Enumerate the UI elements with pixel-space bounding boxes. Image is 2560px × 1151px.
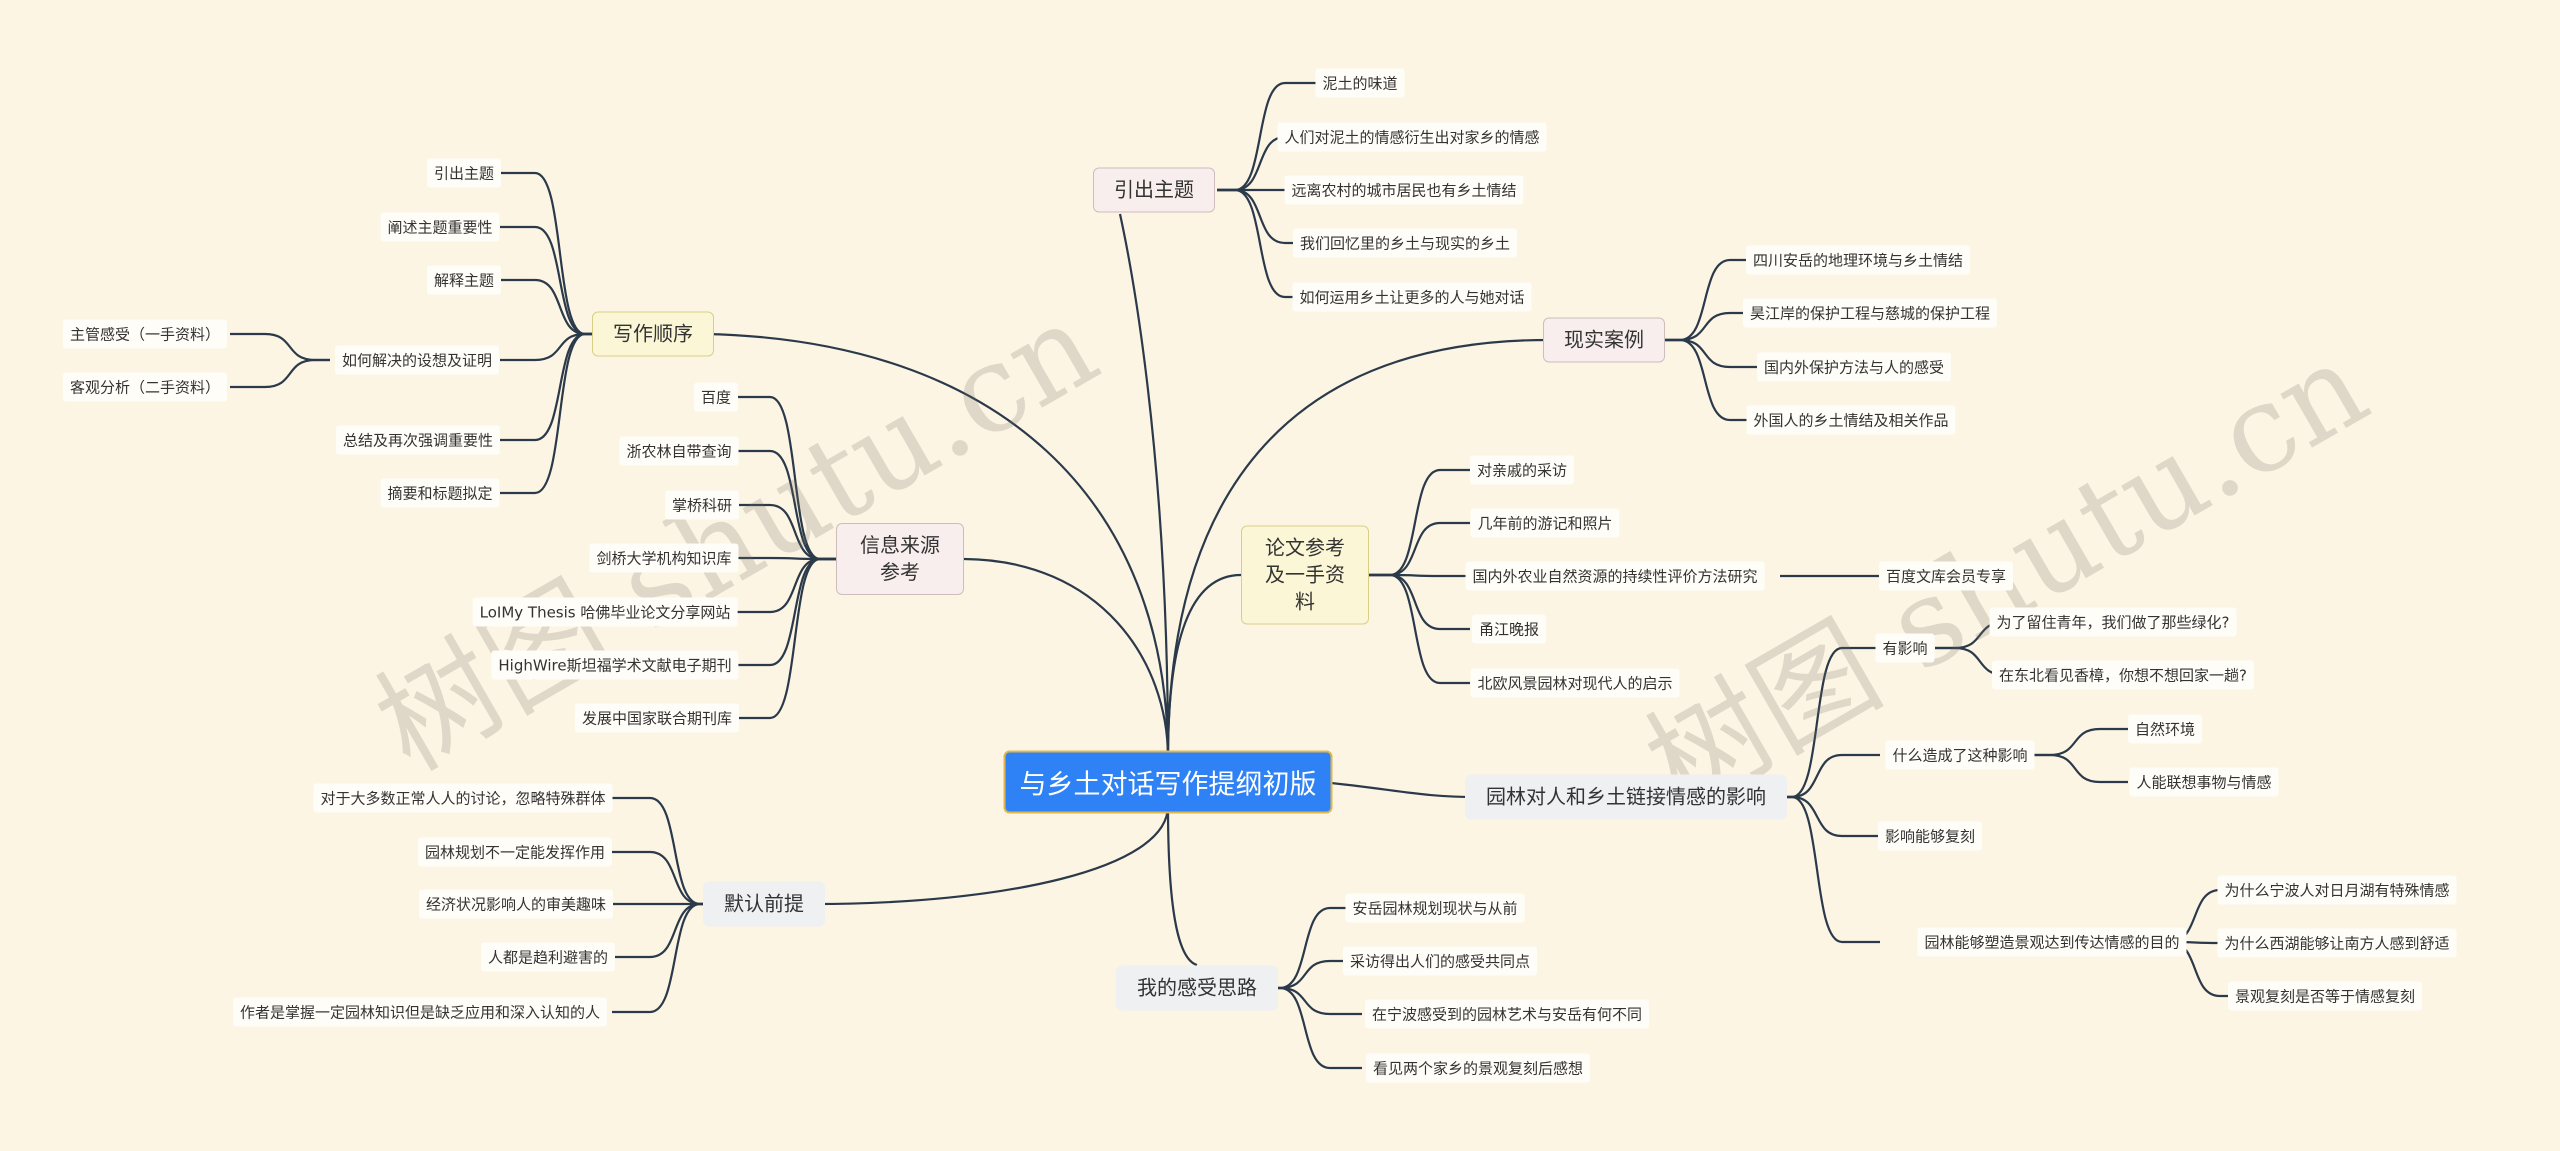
connector-line-30 <box>2024 753 2128 784</box>
leaf-moren-5[interactable]: 作者是掌握一定园林知识但是缺乏应用和深入认知的人 <box>232 997 608 1027</box>
branch-yuanlin[interactable]: 园林对人和乡土链接情感的影响 <box>1465 774 1787 820</box>
yuanlin-group-1-child-1[interactable]: 为了留住青年，我们做了那些绿化? <box>1989 607 2237 637</box>
leaf-xianshi-3[interactable]: 国内外保护方法与人的感受 <box>1756 352 1952 382</box>
leaf-xiezuo-6[interactable]: 摘要和标题拟定 <box>380 478 500 508</box>
connector-line-3 <box>1321 780 1479 799</box>
yuanlin-group-1-child-2[interactable]: 在东北看见香樟，你想不想回家一趟? <box>1992 660 2254 690</box>
leaf-yinchu-4[interactable]: 我们回忆里的乡土与现实的乡土 <box>1292 228 1518 258</box>
connector-line-47 <box>735 557 836 614</box>
yuanlin-group-2[interactable]: 什么造成了这种影响 <box>1885 740 2035 770</box>
yuanlin-group-2-child-2[interactable]: 人能联想事物与情感 <box>2129 767 2279 797</box>
connector-line-15 <box>1664 338 1766 369</box>
leaf-ganshou-3[interactable]: 在宁波感受到的园林艺术与安岳有何不同 <box>1364 999 1650 1029</box>
leaf-xiezuo-4[interactable]: 如何解决的设想及证明 <box>334 345 500 375</box>
leaf-yinchu-1[interactable]: 泥土的味道 <box>1315 68 1405 98</box>
connector-line-39 <box>612 850 714 906</box>
leaf-yinchu-5[interactable]: 如何运用乡土让更多的人与她对话 <box>1292 282 1532 312</box>
connector-line-7 <box>704 332 1170 759</box>
leaf-lunwen-1[interactable]: 对亲戚的采访 <box>1469 455 1575 485</box>
connector-line-16 <box>1664 338 1766 422</box>
connector-line-43 <box>735 395 836 561</box>
yuanlin-group-4-child-1[interactable]: 为什么宁波人对日月湖有特殊情感 <box>2217 875 2457 905</box>
leaf-xinxi-4[interactable]: 剑桥大学机构知识库 <box>589 543 739 573</box>
leaf-xinxi-5[interactable]: LoIMy Thesis 哈佛毕业论文分享网站 <box>472 597 738 627</box>
connector-line-26 <box>1776 795 1880 944</box>
leaf-yinchu-2[interactable]: 人们对泥土的情感衍生出对家乡的情感 <box>1277 122 1547 152</box>
leaf-ganshou-4[interactable]: 看见两个家乡的景观复刻后感想 <box>1365 1053 1591 1083</box>
leaf-moren-4[interactable]: 人都是趋利避害的 <box>480 942 616 972</box>
connector-line-50 <box>500 171 601 336</box>
leaf-moren-1[interactable]: 对于大多数正常人人的讨论，忽略特殊群体 <box>313 783 613 813</box>
connector-line-41 <box>612 902 714 959</box>
connector-line-53 <box>500 332 601 362</box>
connector-line-6 <box>963 557 1170 759</box>
root-topic[interactable]: 与乡土对话写作提纲初版 <box>1003 750 1333 814</box>
connector-line-45 <box>735 503 836 561</box>
connector-line-2 <box>1166 573 1242 759</box>
leaf-xianshi-4[interactable]: 外国人的乡土情结及相关作品 <box>1746 405 1956 435</box>
connector-line-20 <box>1369 573 1470 631</box>
yuanlin-group-1[interactable]: 有影响 <box>1875 633 1935 663</box>
connector-line-5 <box>813 805 1170 906</box>
leaf-ganshou-2[interactable]: 采访得出人们的感受共同点 <box>1342 946 1538 976</box>
branch-yinchu[interactable]: 引出主题 <box>1093 167 1215 213</box>
connector-line-57 <box>230 358 330 389</box>
leaf-xiezuo-2[interactable]: 阐述主题重要性 <box>380 212 500 242</box>
connector-line-12 <box>1217 188 1318 299</box>
branch-lunwen[interactable]: 论文参考及一手资料 <box>1241 525 1369 625</box>
yuanlin-group-3[interactable]: 影响能够复刻 <box>1877 821 1983 851</box>
leaf-xinxi-7[interactable]: 发展中国家联合期刊库 <box>574 703 740 733</box>
connector-line-24 <box>1776 753 1880 799</box>
connector-line-25 <box>1776 795 1880 838</box>
branch-xiezuo[interactable]: 写作顺序 <box>592 311 714 357</box>
connector-line-18 <box>1369 521 1470 577</box>
connector-line-0 <box>1118 213 1170 759</box>
connector-line-21 <box>1369 573 1470 685</box>
leaf-xianshi-2[interactable]: 昊江岸的保护工程与慈城的保护工程 <box>1742 298 1998 328</box>
leaf-xinxi-2[interactable]: 浙农林自带查询 <box>619 436 739 466</box>
leaf-xiezuo-sub-1[interactable]: 主管感受（一手资料） <box>62 319 228 349</box>
leaf-moren-3[interactable]: 经济状况影响人的审美趣味 <box>418 889 614 919</box>
connector-line-1 <box>1166 338 1549 759</box>
leaf-xiezuo-sub-2[interactable]: 客观分析（二手资料） <box>62 372 228 402</box>
leaf-xiezuo-1[interactable]: 引出主题 <box>426 158 502 188</box>
connector-line-49 <box>735 557 836 720</box>
connector-line-42 <box>612 902 714 1014</box>
connector-line-23 <box>1776 646 1880 799</box>
connector-line-37 <box>1262 986 1362 1070</box>
connector-line-4 <box>1166 805 1198 967</box>
leaf-yinchu-3[interactable]: 远离农村的城市居民也有乡土情结 <box>1284 175 1524 205</box>
connector-line-55 <box>500 332 601 495</box>
yuanlin-group-4-child-2[interactable]: 为什么西湖能够让南方人感到舒适 <box>2217 928 2457 958</box>
branch-xinxi[interactable]: 信息来源参考 <box>836 523 964 595</box>
leaf-xiezuo-5[interactable]: 总结及再次强调重要性 <box>335 425 501 455</box>
leaf-ganshou-1[interactable]: 安岳园林规划现状与从前 <box>1345 893 1525 923</box>
branch-moren[interactable]: 默认前提 <box>703 881 825 927</box>
yuanlin-group-4[interactable]: 园林能够塑造景观达到传达情感的目的 <box>1917 927 2187 957</box>
leaf-xianshi-1[interactable]: 四川安岳的地理环境与乡土情结 <box>1745 245 1971 275</box>
leaf-xinxi-6[interactable]: HighWire斯坦福学术文献电子期刊 <box>491 650 739 680</box>
branch-ganshou[interactable]: 我的感受思路 <box>1116 965 1278 1011</box>
connector-line-54 <box>500 332 601 442</box>
branch-xianshi[interactable]: 现实案例 <box>1543 317 1665 363</box>
yuanlin-group-2-child-1[interactable]: 自然环境 <box>2127 714 2203 744</box>
leaf-xinxi-3[interactable]: 掌桥科研 <box>664 490 740 520</box>
leaf-xinxi-1[interactable]: 百度 <box>693 382 739 412</box>
connector-line-29 <box>2024 727 2128 757</box>
leaf-lunwen-3[interactable]: 国内外农业自然资源的持续性评价方法研究 <box>1465 561 1765 591</box>
leaf-lunwen-sub[interactable]: 百度文库会员专享 <box>1878 561 2014 591</box>
leaf-moren-2[interactable]: 园林规划不一定能发挥作用 <box>417 837 613 867</box>
leaf-lunwen-4[interactable]: 甬江晚报 <box>1471 614 1547 644</box>
yuanlin-group-4-child-3[interactable]: 景观复刻是否等于情感复刻 <box>2227 981 2423 1011</box>
connector-line-52 <box>500 278 601 336</box>
leaf-lunwen-2[interactable]: 几年前的游记和照片 <box>1470 508 1620 538</box>
leaf-lunwen-5[interactable]: 北欧风景园林对现代人的启示 <box>1470 668 1680 698</box>
leaf-xiezuo-3[interactable]: 解释主题 <box>426 265 502 295</box>
connector-line-56 <box>230 332 330 362</box>
